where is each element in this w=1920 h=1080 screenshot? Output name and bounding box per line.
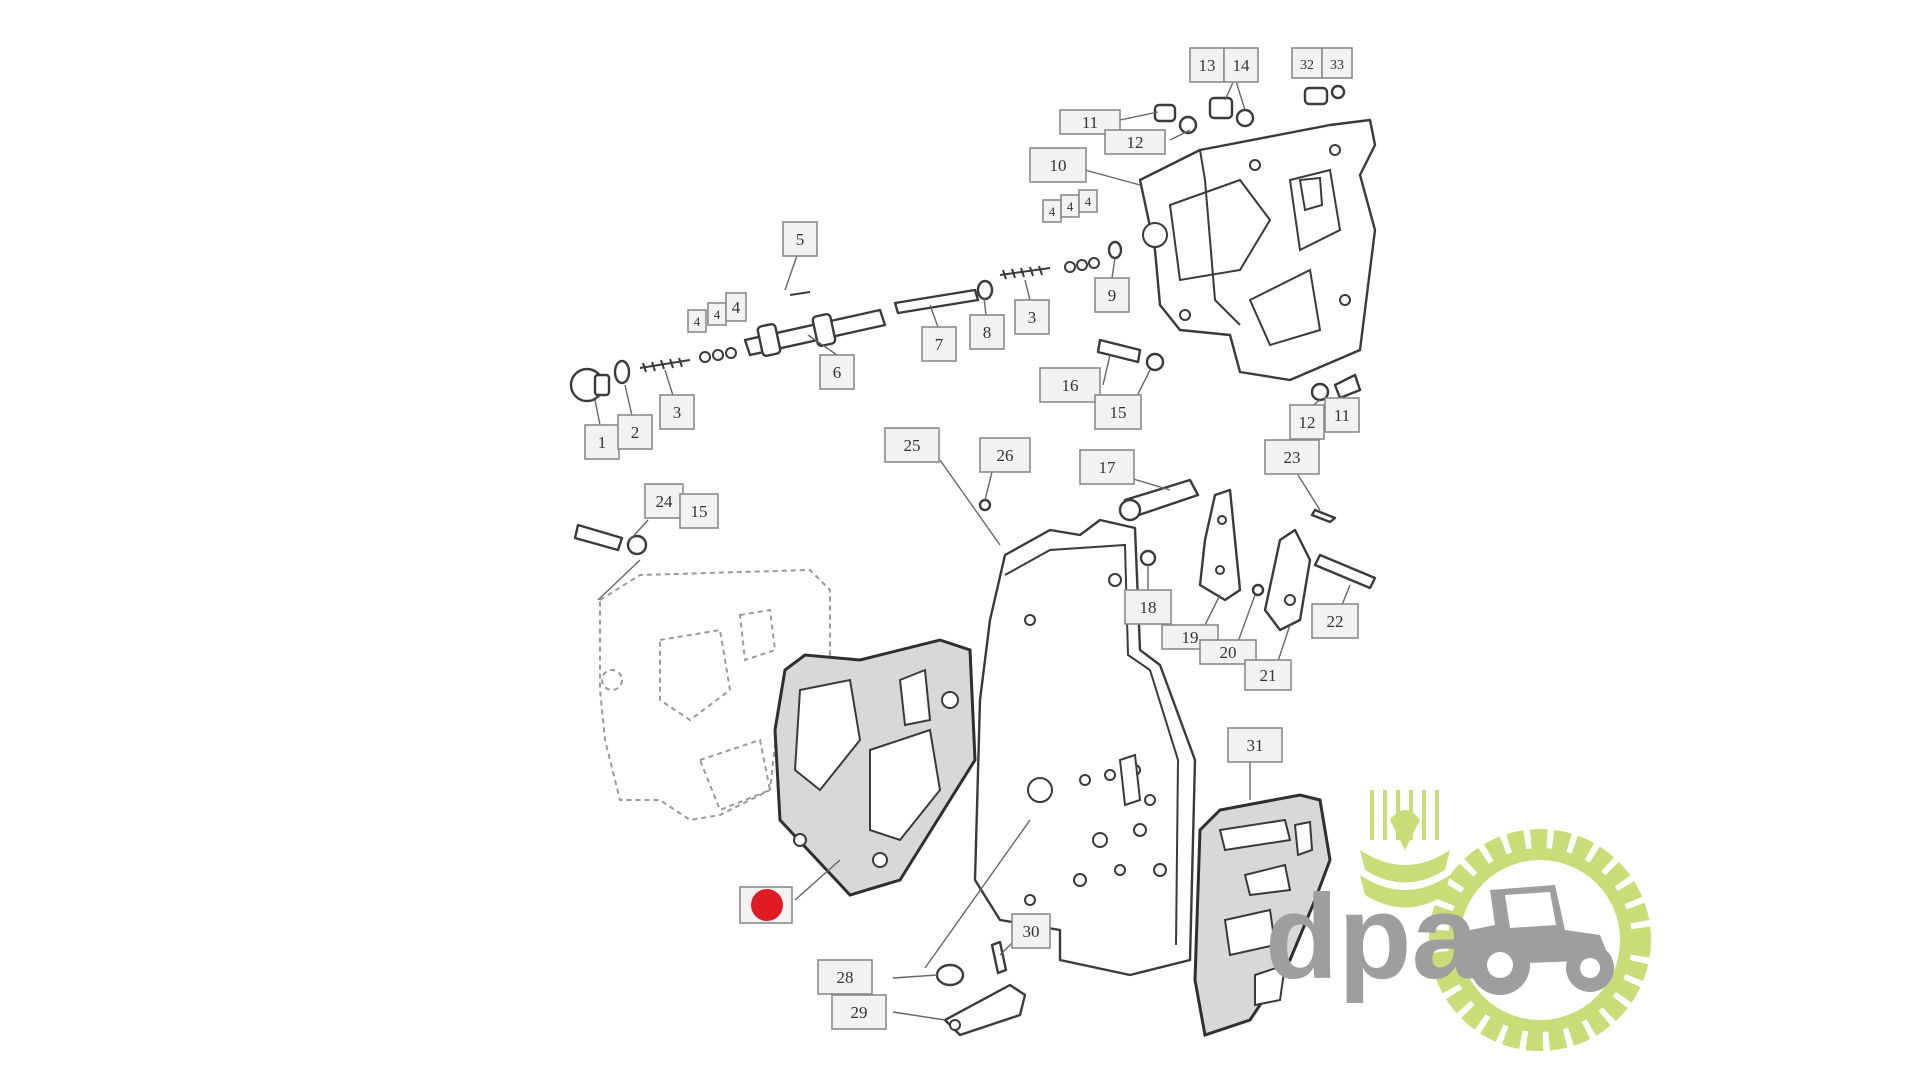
- callout-4: 4: [687, 309, 707, 333]
- callout-3: 3: [659, 394, 695, 430]
- svg-text:8: 8: [983, 323, 992, 342]
- highlight-dot: [751, 889, 783, 921]
- callout-12: 12: [1289, 404, 1325, 440]
- svg-text:4: 4: [1049, 204, 1056, 219]
- svg-text:29: 29: [851, 1003, 868, 1022]
- svg-text:31: 31: [1247, 736, 1264, 755]
- lower-parts: [935, 940, 1027, 1037]
- highlighted-callout: [739, 886, 793, 924]
- ghost-housing: [599, 568, 831, 822]
- callout-15: 15: [1094, 394, 1142, 430]
- callout-4: 4: [1042, 199, 1062, 223]
- callout-32: 32: [1291, 47, 1323, 79]
- callout-6: 6: [819, 354, 855, 390]
- callout-4: 4: [1060, 194, 1080, 218]
- callout-15: 15: [679, 493, 719, 529]
- rear-plate: [1193, 793, 1332, 1037]
- callout-4: 4: [1078, 189, 1098, 213]
- callout-labels: 1 2 3 4 4 4 5 6 7 8 3 4 4 4 9 10 11 12 1…: [584, 47, 1360, 1030]
- svg-text:3: 3: [1028, 308, 1037, 327]
- callout-14: 14: [1223, 47, 1259, 83]
- callout-17: 17: [1079, 449, 1135, 485]
- callout-4: 4: [707, 302, 727, 326]
- wheat-icon: [1360, 790, 1450, 908]
- callout-10: 10: [1029, 147, 1087, 183]
- valve-housing: [1138, 118, 1377, 382]
- svg-text:28: 28: [837, 968, 854, 987]
- svg-text:7: 7: [935, 335, 944, 354]
- callout-22: 22: [1311, 603, 1359, 639]
- svg-text:18: 18: [1140, 598, 1157, 617]
- callout-29: 29: [831, 994, 887, 1030]
- tractor-icon: [1470, 885, 1614, 995]
- callout-28: 28: [817, 959, 873, 995]
- svg-text:11: 11: [1082, 113, 1098, 132]
- svg-text:25: 25: [904, 436, 921, 455]
- callout-11: 11: [1059, 109, 1121, 135]
- gasket-part: [773, 638, 977, 897]
- linkage-assembly: [1118, 478, 1377, 632]
- callout-24: 24: [644, 483, 684, 519]
- callout-3: 3: [1014, 299, 1050, 335]
- callout-9: 9: [1094, 277, 1130, 313]
- fasteners: [573, 84, 1362, 556]
- svg-text:12: 12: [1127, 133, 1144, 152]
- callout-23: 23: [1264, 439, 1320, 475]
- svg-text:1: 1: [598, 433, 607, 452]
- svg-text:15: 15: [691, 502, 708, 521]
- svg-text:20: 20: [1220, 643, 1237, 662]
- callout-21: 21: [1244, 659, 1292, 691]
- svg-text:4: 4: [732, 298, 741, 317]
- callout-30: 30: [1011, 913, 1051, 949]
- callout-13: 13: [1189, 47, 1225, 83]
- svg-text:16: 16: [1062, 376, 1079, 395]
- svg-text:4: 4: [694, 314, 701, 329]
- dpa-logo: dpa: [1265, 790, 1651, 1051]
- callout-12: 12: [1104, 129, 1166, 155]
- svg-text:17: 17: [1099, 458, 1117, 477]
- svg-text:13: 13: [1199, 56, 1216, 75]
- svg-text:15: 15: [1110, 403, 1127, 422]
- svg-text:24: 24: [656, 492, 674, 511]
- cover-plate: [973, 518, 1197, 977]
- svg-text:2: 2: [631, 423, 640, 442]
- callout-2: 2: [617, 414, 653, 450]
- logo-text: dpa: [1265, 870, 1480, 1004]
- callout-16: 16: [1039, 367, 1101, 403]
- svg-text:33: 33: [1330, 58, 1344, 73]
- svg-text:9: 9: [1108, 286, 1117, 305]
- svg-text:11: 11: [1334, 406, 1350, 425]
- svg-text:14: 14: [1233, 56, 1251, 75]
- callout-8: 8: [969, 314, 1005, 350]
- callout-26: 26: [979, 437, 1031, 473]
- callout-25: 25: [884, 427, 940, 463]
- svg-text:4: 4: [714, 307, 721, 322]
- svg-text:22: 22: [1327, 612, 1344, 631]
- callout-11: 11: [1324, 397, 1360, 433]
- svg-text:21: 21: [1260, 666, 1277, 685]
- callout-31: 31: [1227, 727, 1283, 763]
- callout-4: 4: [725, 292, 747, 322]
- gear-icon: [1429, 829, 1651, 1051]
- svg-text:4: 4: [1085, 194, 1092, 209]
- svg-text:26: 26: [997, 446, 1014, 465]
- svg-text:12: 12: [1299, 413, 1316, 432]
- svg-text:10: 10: [1050, 156, 1067, 175]
- svg-text:32: 32: [1300, 58, 1314, 73]
- svg-text:23: 23: [1284, 448, 1301, 467]
- svg-text:4: 4: [1067, 199, 1074, 214]
- svg-text:6: 6: [833, 363, 842, 382]
- callout-33: 33: [1321, 47, 1353, 79]
- svg-text:19: 19: [1182, 628, 1199, 647]
- callout-5: 5: [782, 221, 818, 257]
- callout-1: 1: [584, 424, 620, 460]
- svg-text:30: 30: [1023, 922, 1040, 941]
- callout-18: 18: [1124, 589, 1172, 625]
- spool-assembly: [569, 240, 1123, 403]
- svg-text:3: 3: [673, 403, 682, 422]
- callout-7: 7: [921, 326, 957, 362]
- svg-text:5: 5: [796, 230, 805, 249]
